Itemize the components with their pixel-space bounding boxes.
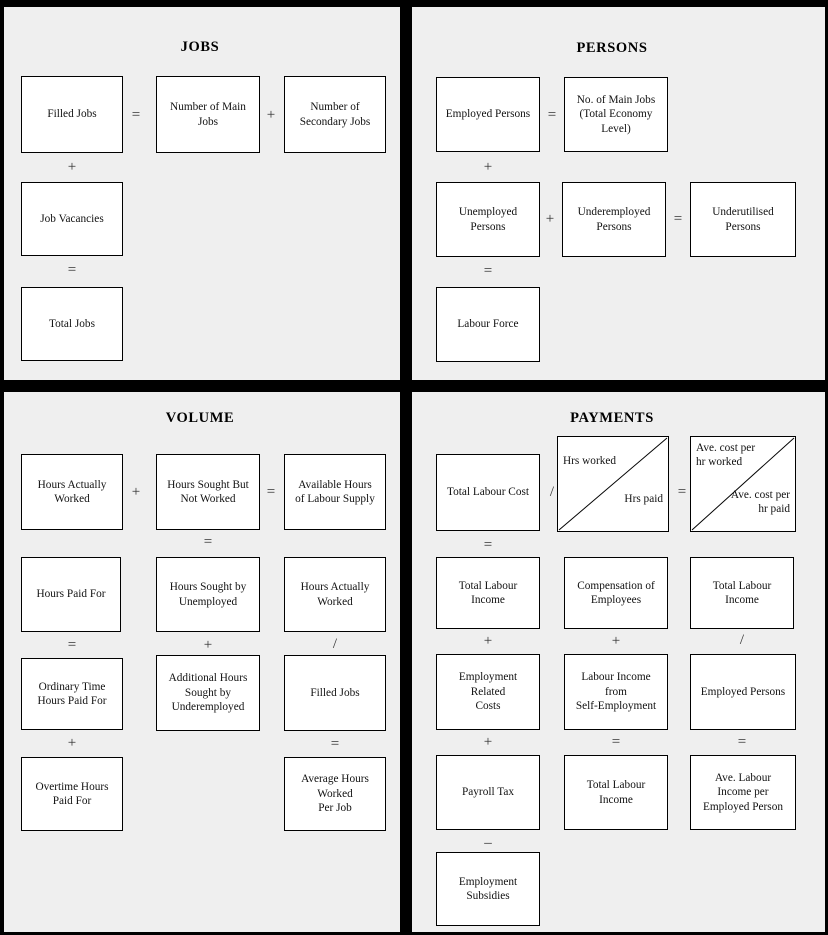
operator-plus-7: + — [67, 734, 77, 751]
box-unemployed-persons[interactable]: Unemployed Persons — [436, 182, 540, 257]
operator-plus-8: + — [483, 632, 493, 649]
operator-plus-3: + — [483, 158, 493, 175]
box-employed-persons[interactable]: Employed Persons — [436, 77, 540, 152]
quadrant-volume: VOLUME Hours Actually Worked + Hours Sou… — [4, 392, 396, 932]
quadrant-title-jobs: JOBS — [180, 39, 220, 55]
quadrant-title-payments: PAYMENTS — [570, 410, 654, 426]
operator-divide-3: / — [739, 631, 745, 648]
operator-plus-5: + — [131, 483, 141, 500]
operator-equals-1: = — [131, 106, 141, 123]
split-label-ave-cost-per-hr-paid: Ave. cost per hr paid — [730, 489, 790, 516]
quadrant-jobs: JOBS Filled Jobs = Number of Main Jobs +… — [4, 7, 396, 377]
operator-plus-2: + — [67, 158, 77, 175]
operator-equals-5: = — [483, 262, 493, 279]
operator-divide-1: / — [332, 635, 338, 652]
quadrant-title-persons: PERSONS — [576, 40, 648, 56]
operator-equals-3: = — [547, 106, 557, 123]
box-total-labour-income-2[interactable]: Total Labour Income — [690, 557, 794, 629]
box-overtime-hours-paid-for[interactable]: Overtime Hours Paid For — [21, 757, 123, 831]
box-additional-hours-sought-by-underemployed[interactable]: Additional Hours Sought by Underemployed — [156, 655, 260, 731]
operator-equals-9: = — [330, 735, 340, 752]
split-box-average-cost[interactable]: Ave. cost per hr worked Ave. cost per hr… — [690, 436, 796, 532]
diagonal-divider-icon — [558, 437, 668, 531]
box-number-of-secondary-jobs[interactable]: Number of Secondary Jobs — [284, 76, 386, 153]
box-filled-jobs-volume[interactable]: Filled Jobs — [284, 655, 386, 731]
box-hours-actually-worked-1[interactable]: Hours Actually Worked — [21, 454, 123, 530]
operator-equals-10: = — [677, 483, 687, 500]
box-payroll-tax[interactable]: Payroll Tax — [436, 755, 540, 830]
box-total-jobs[interactable]: Total Jobs — [21, 287, 123, 361]
vertical-divider — [400, 7, 412, 932]
box-total-labour-cost[interactable]: Total Labour Cost — [436, 454, 540, 531]
operator-plus-6: + — [203, 636, 213, 653]
operator-equals-12: = — [611, 733, 621, 750]
box-average-hours-worked-per-job[interactable]: Average Hours Worked Per Job — [284, 757, 386, 831]
operator-equals-2: = — [67, 261, 77, 278]
box-available-hours-of-labour-supply[interactable]: Available Hours of Labour Supply — [284, 454, 386, 530]
box-no-of-main-jobs-total-economy[interactable]: No. of Main Jobs (Total Economy Level) — [564, 77, 668, 152]
box-compensation-of-employees[interactable]: Compensation of Employees — [564, 557, 668, 629]
operator-plus-1: + — [266, 106, 276, 123]
operator-plus-4: + — [545, 210, 555, 227]
operator-equals-11: = — [483, 536, 493, 553]
operator-minus-1: – — [484, 834, 492, 851]
box-labour-force[interactable]: Labour Force — [436, 287, 540, 362]
box-job-vacancies[interactable]: Job Vacancies — [21, 182, 123, 256]
box-underemployed-persons[interactable]: Underemployed Persons — [562, 182, 666, 257]
split-label-hrs-paid: Hrs paid — [624, 493, 663, 506]
horizontal-divider — [4, 380, 825, 392]
operator-equals-6: = — [266, 483, 276, 500]
box-employed-persons-payments[interactable]: Employed Persons — [690, 654, 796, 730]
box-hours-actually-worked-2[interactable]: Hours Actually Worked — [284, 557, 386, 632]
operator-plus-10: + — [483, 733, 493, 750]
box-labour-income-from-self-employment[interactable]: Labour Income from Self-Employment — [564, 654, 668, 730]
box-underutilised-persons[interactable]: Underutilised Persons — [690, 182, 796, 257]
box-employment-subsidies[interactable]: Employment Subsidies — [436, 852, 540, 926]
diagonal-divider-icon — [691, 437, 795, 531]
quadrant-title-volume: VOLUME — [165, 410, 235, 426]
operator-divide-2: / — [549, 483, 555, 500]
operator-equals-4: = — [673, 210, 683, 227]
box-hours-sought-by-unemployed[interactable]: Hours Sought by Unemployed — [156, 557, 260, 632]
box-ave-labour-income-per-employed-person[interactable]: Ave. Labour Income per Employed Person — [690, 755, 796, 830]
box-total-labour-income-3[interactable]: Total Labour Income — [564, 755, 668, 830]
operator-equals-8: = — [67, 636, 77, 653]
split-box-hours[interactable]: Hrs worked Hrs paid — [557, 436, 669, 532]
quadrant-persons: PERSONS Employed Persons = No. of Main J… — [412, 7, 825, 377]
box-total-labour-income-1[interactable]: Total Labour Income — [436, 557, 540, 629]
split-label-ave-cost-per-hr-worked: Ave. cost per hr worked — [696, 442, 756, 468]
box-ordinary-time-hours-paid-for[interactable]: Ordinary Time Hours Paid For — [21, 658, 123, 730]
box-hours-sought-but-not-worked[interactable]: Hours Sought But Not Worked — [156, 454, 260, 530]
quadrant-payments: PAYMENTS Total Labour Cost / Hrs worked … — [412, 392, 825, 932]
split-label-hrs-worked: Hrs worked — [563, 455, 617, 467]
box-number-of-main-jobs[interactable]: Number of Main Jobs — [156, 76, 260, 153]
operator-equals-7: = — [203, 533, 213, 550]
box-filled-jobs[interactable]: Filled Jobs — [21, 76, 123, 153]
operator-plus-9: + — [611, 632, 621, 649]
box-employment-related-costs[interactable]: Employment Related Costs — [436, 654, 540, 730]
box-hours-paid-for[interactable]: Hours Paid For — [21, 557, 121, 632]
operator-equals-13: = — [737, 733, 747, 750]
